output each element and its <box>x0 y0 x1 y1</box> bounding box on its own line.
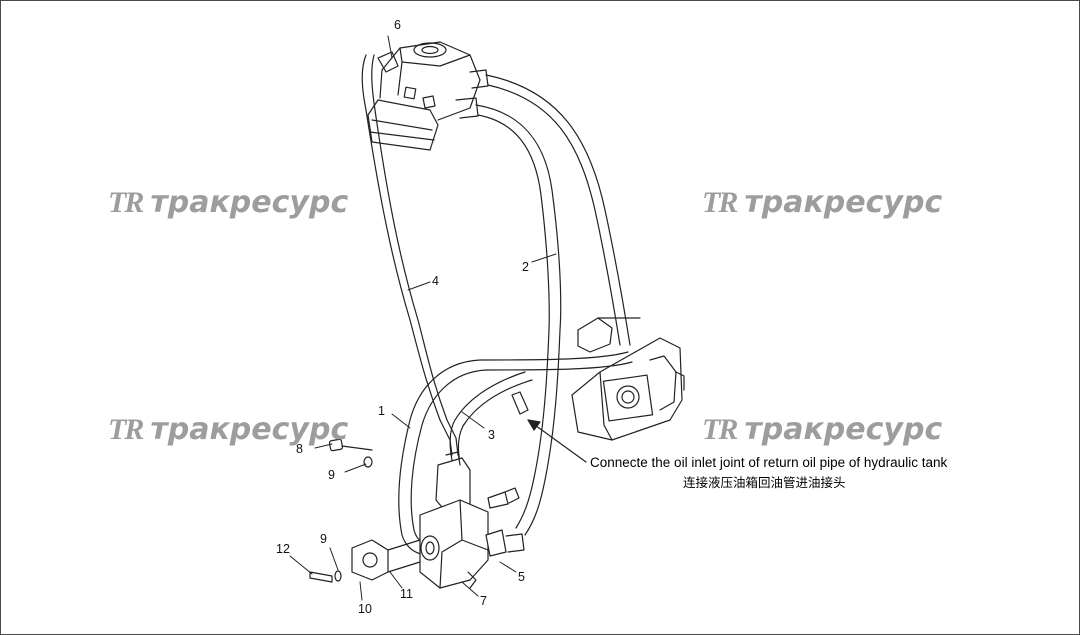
leader-lines <box>289 35 557 601</box>
watermark: TR тракресурс <box>108 412 348 447</box>
valve-block <box>419 451 525 589</box>
callout-2: 2 <box>522 260 529 274</box>
callout-7: 7 <box>480 594 487 608</box>
hose-3 <box>449 371 533 463</box>
bolt-12 <box>309 570 342 583</box>
gear-pump <box>571 317 685 441</box>
watermark-text: тракресурс <box>744 412 943 447</box>
callout-9b: 9 <box>320 532 327 546</box>
hose-1 <box>398 351 633 556</box>
note-english: Connecte the oil inlet joint of return o… <box>590 455 948 470</box>
callout-4: 4 <box>432 274 439 288</box>
callout-9a: 9 <box>328 468 335 482</box>
callout-8: 8 <box>296 442 303 456</box>
callout-5: 5 <box>518 570 525 584</box>
callout-11: 11 <box>400 587 413 601</box>
hose-4 <box>361 54 459 456</box>
note-chinese: 连接液压油箱回油管进油接头 <box>683 475 846 490</box>
watermark: TR тракресурс <box>702 185 942 220</box>
watermark: TR тракресурс <box>108 185 348 220</box>
flange-10 <box>351 539 421 581</box>
annotation-arrow <box>527 419 587 463</box>
callout-1: 1 <box>378 404 385 418</box>
watermark-text: тракресурс <box>150 412 349 447</box>
callout-12: 12 <box>276 542 290 556</box>
callout-10: 10 <box>358 602 372 616</box>
watermark: TR тракресурс <box>702 412 942 447</box>
watermark-logo: TR <box>108 185 144 219</box>
callout-6: 6 <box>394 18 401 32</box>
callout-3: 3 <box>488 428 495 442</box>
plug-8 <box>328 438 373 468</box>
watermark-text: тракресурс <box>744 185 943 220</box>
steering-unit <box>367 41 489 151</box>
hose-2 <box>475 74 631 536</box>
watermark-logo: TR <box>702 412 738 446</box>
watermark-text: тракресурс <box>150 185 349 220</box>
watermark-logo: TR <box>702 185 738 219</box>
watermark-logo: TR <box>108 412 144 446</box>
